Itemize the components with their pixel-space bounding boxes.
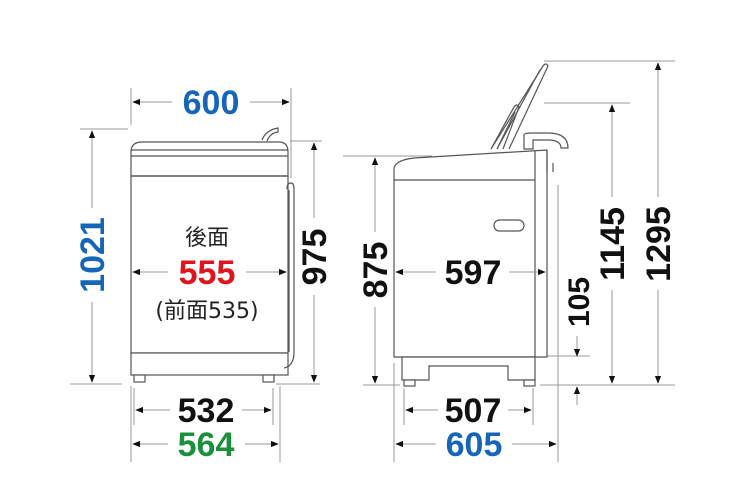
side-height-875: 875 [357, 242, 395, 299]
side-height-1145: 1145 [594, 207, 632, 281]
rear-width-555: 555 [179, 254, 236, 292]
front-height-975: 975 [296, 229, 334, 286]
side-base-height-105: 105 [563, 277, 596, 327]
hose-icon [261, 127, 279, 142]
front-width-note: (前面535) [155, 299, 258, 324]
front-foot-span-532: 532 [178, 392, 235, 430]
side-foot-span-507: 507 [445, 392, 502, 430]
open-lid [490, 63, 549, 150]
side-height-1295: 1295 [640, 206, 678, 282]
front-lid [130, 141, 289, 354]
front-width-600: 600 [183, 84, 240, 122]
side-handle [493, 219, 525, 232]
side-view: 875 597 105 1145 1295 507 605 [343, 60, 678, 464]
side-depth-597: 597 [445, 254, 502, 292]
front-base [130, 352, 289, 376]
front-view: 600 1021 975 後面 555 (前面535) 532 564 [70, 84, 334, 464]
rear-label: 後面 [185, 226, 229, 251]
side-body [393, 149, 548, 358]
front-height-1021: 1021 [74, 217, 112, 293]
front-base-width-564: 564 [178, 426, 235, 464]
side-depth-605: 605 [446, 426, 503, 464]
